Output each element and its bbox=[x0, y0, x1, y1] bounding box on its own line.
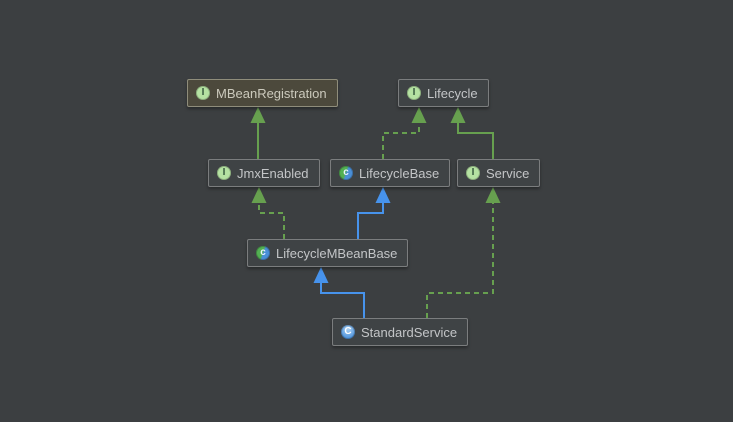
arrowhead-icon bbox=[250, 107, 266, 123]
abstract-class-icon: c bbox=[339, 166, 353, 180]
class-node-label: Lifecycle bbox=[427, 85, 478, 101]
class-node-jmxenabled[interactable]: I JmxEnabled bbox=[208, 159, 320, 187]
edge-lifecyclembeanbase-extends-lifecyclebase[interactable] bbox=[357, 187, 391, 239]
class-node-lifecyclebase[interactable]: c LifecycleBase bbox=[330, 159, 451, 187]
arrowhead-icon bbox=[411, 107, 427, 123]
class-icon: C bbox=[341, 325, 355, 339]
arrowhead-icon bbox=[251, 187, 267, 203]
class-node-label: LifecycleMBeanBase bbox=[276, 245, 398, 261]
interface-icon: I bbox=[466, 166, 480, 180]
class-node-standardservice[interactable]: C StandardService bbox=[332, 318, 469, 346]
edge-jmxenabled-extends-mbeanregistration[interactable] bbox=[250, 107, 266, 159]
interface-icon: I bbox=[196, 86, 210, 100]
arrowhead-icon bbox=[313, 267, 329, 283]
interface-icon: I bbox=[217, 166, 231, 180]
edge-standardservice-extends-lifecyclembeanbase[interactable] bbox=[313, 267, 365, 318]
class-node-lifecycle[interactable]: I Lifecycle bbox=[398, 79, 489, 107]
arrowhead-icon bbox=[450, 107, 466, 123]
arrowhead-icon bbox=[485, 187, 501, 203]
class-node-label: StandardService bbox=[361, 324, 458, 340]
class-node-label: JmxEnabled bbox=[237, 165, 309, 181]
arrowhead-icon bbox=[375, 187, 391, 203]
class-node-service[interactable]: I Service bbox=[457, 159, 541, 187]
class-node-mbeanregistration[interactable]: I MBeanRegistration bbox=[187, 79, 338, 107]
class-node-label: Service bbox=[486, 165, 530, 181]
class-node-lifecyclembeanbase[interactable]: c LifecycleMBeanBase bbox=[247, 239, 409, 267]
class-node-label: LifecycleBase bbox=[359, 165, 440, 181]
edge-lifecyclebase-implements-lifecycle[interactable] bbox=[382, 107, 427, 159]
interface-icon: I bbox=[407, 86, 421, 100]
edge-standardservice-implements-service[interactable] bbox=[426, 187, 501, 318]
abstract-class-icon: c bbox=[256, 246, 270, 260]
edge-lifecyclembeanbase-implements-jmxenabled[interactable] bbox=[251, 187, 285, 239]
class-node-label: MBeanRegistration bbox=[216, 85, 327, 101]
edge-service-extends-lifecycle[interactable] bbox=[450, 107, 494, 159]
